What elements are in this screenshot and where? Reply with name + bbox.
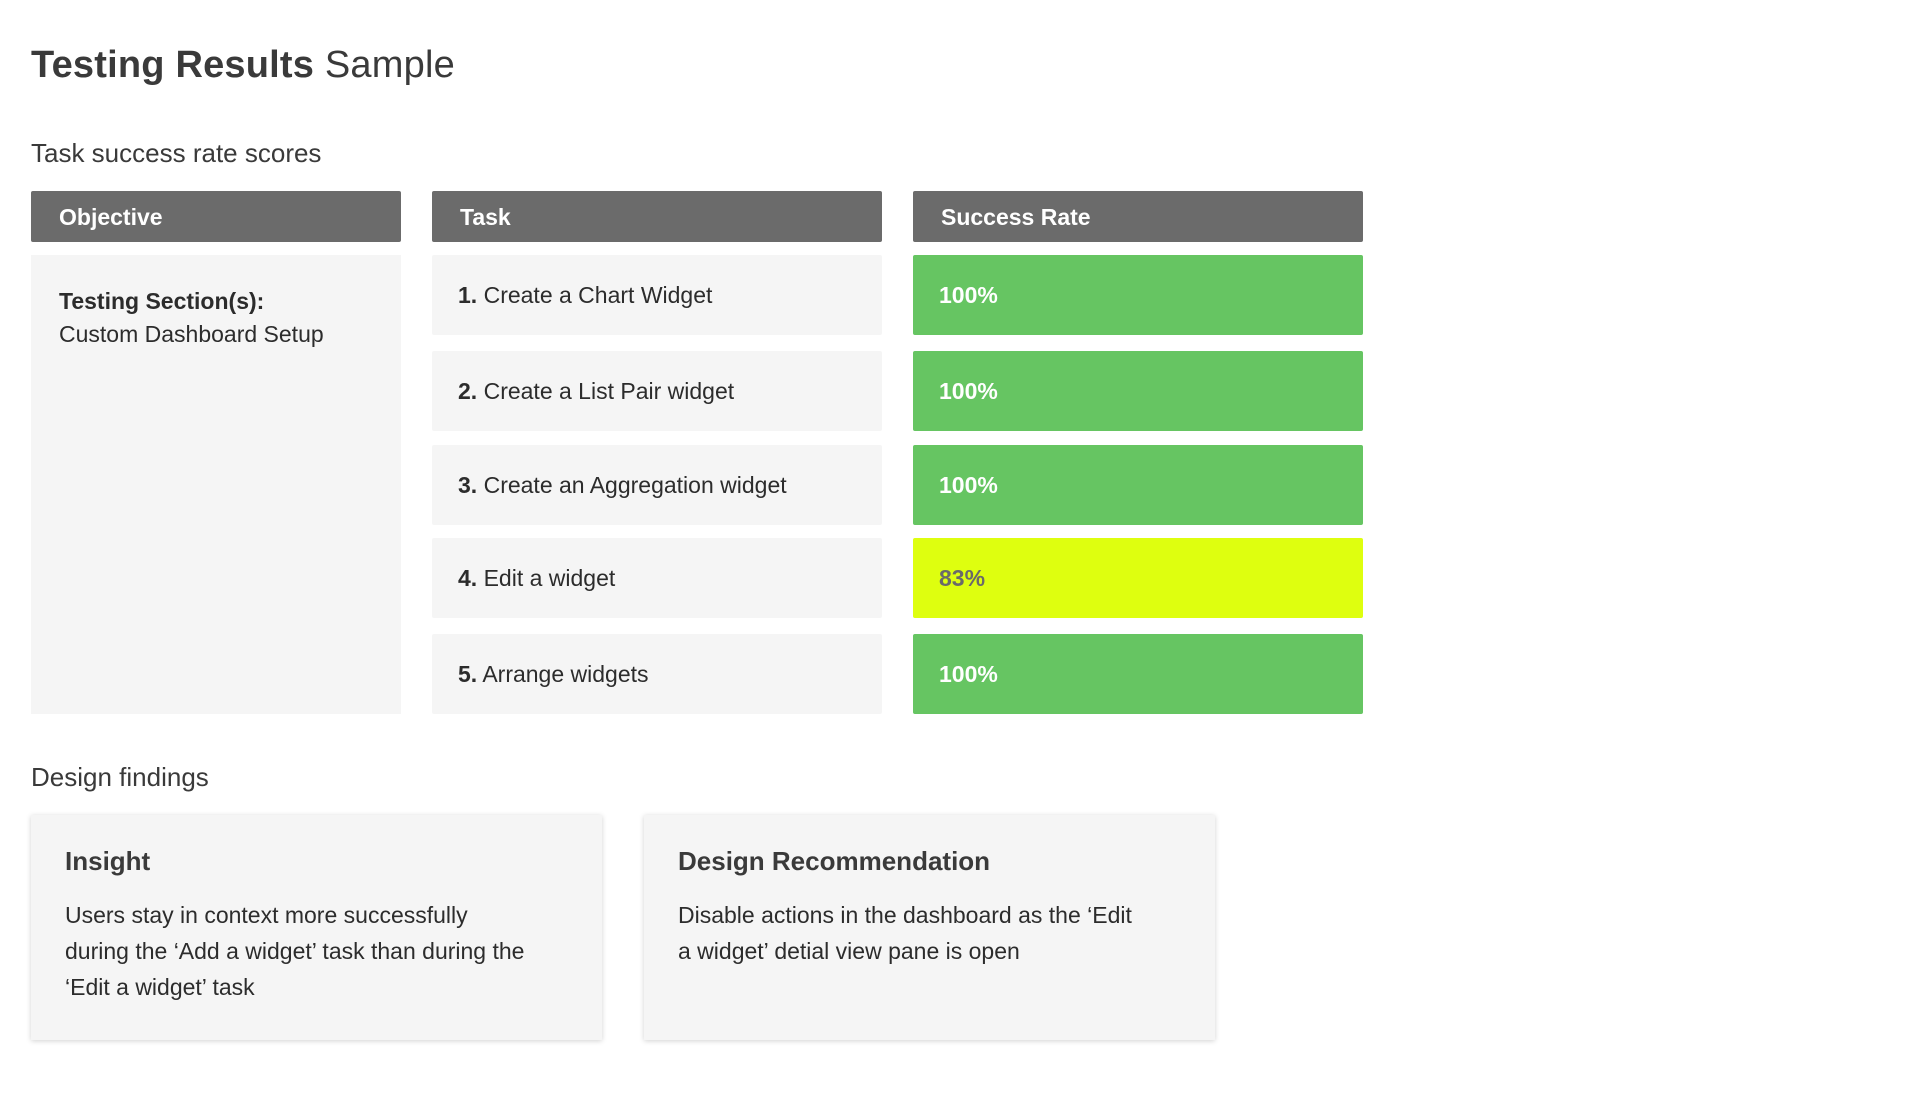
page-title-light: Sample <box>324 44 455 86</box>
task-row-5: 5. Arrange widgets <box>432 634 882 714</box>
page-title-bold: Testing Results <box>31 44 315 86</box>
task-number: 1. <box>458 282 478 308</box>
objective-label: Testing Section(s): <box>59 288 265 314</box>
task-row-2: 2. Create a List Pair widget <box>432 351 882 431</box>
task-label: Create a List Pair widget <box>483 378 735 404</box>
task-scores-heading: Task success rate scores <box>31 138 322 168</box>
task-number: 3. <box>458 472 478 498</box>
recommendation-title: Design Recommendation <box>678 846 991 876</box>
task-number: 2. <box>458 378 478 404</box>
task-label: Edit a widget <box>483 565 616 591</box>
recommendation-card: Design Recommendation Disable actions in… <box>644 815 1215 1040</box>
recommendation-text: Disable actions in the dashboard as the … <box>678 902 1132 964</box>
objective-value: Custom Dashboard Setup <box>59 321 324 347</box>
task-label: Create a Chart Widget <box>483 282 713 308</box>
objective-cell: Testing Section(s): Custom Dashboard Set… <box>31 255 401 714</box>
task-column-header: Task <box>432 191 882 242</box>
task-label: Create an Aggregation widget <box>483 472 787 498</box>
insight-card: Insight Users stay in context more succe… <box>31 815 602 1040</box>
task-number: 5. <box>458 661 478 687</box>
success-rate-4: 83% <box>913 538 1363 618</box>
success-rate-1: 100% <box>913 255 1363 335</box>
success-rate-column-header: Success Rate <box>913 191 1363 242</box>
task-row-4: 4. Edit a widget <box>432 538 882 618</box>
success-rate-2: 100% <box>913 351 1363 431</box>
insight-title: Insight <box>65 846 151 876</box>
success-rate-3: 100% <box>913 445 1363 525</box>
design-findings-heading: Design findings <box>31 762 209 792</box>
insight-text: Users stay in context more successfully … <box>65 902 525 1000</box>
page-title: Testing Results Sample <box>31 44 455 87</box>
success-rate-5: 100% <box>913 634 1363 714</box>
objective-column-header: Objective <box>31 191 401 242</box>
task-label: Arrange widgets <box>482 661 649 687</box>
task-row-3: 3. Create an Aggregation widget <box>432 445 882 525</box>
task-number: 4. <box>458 565 478 591</box>
task-row-1: 1. Create a Chart Widget <box>432 255 882 335</box>
